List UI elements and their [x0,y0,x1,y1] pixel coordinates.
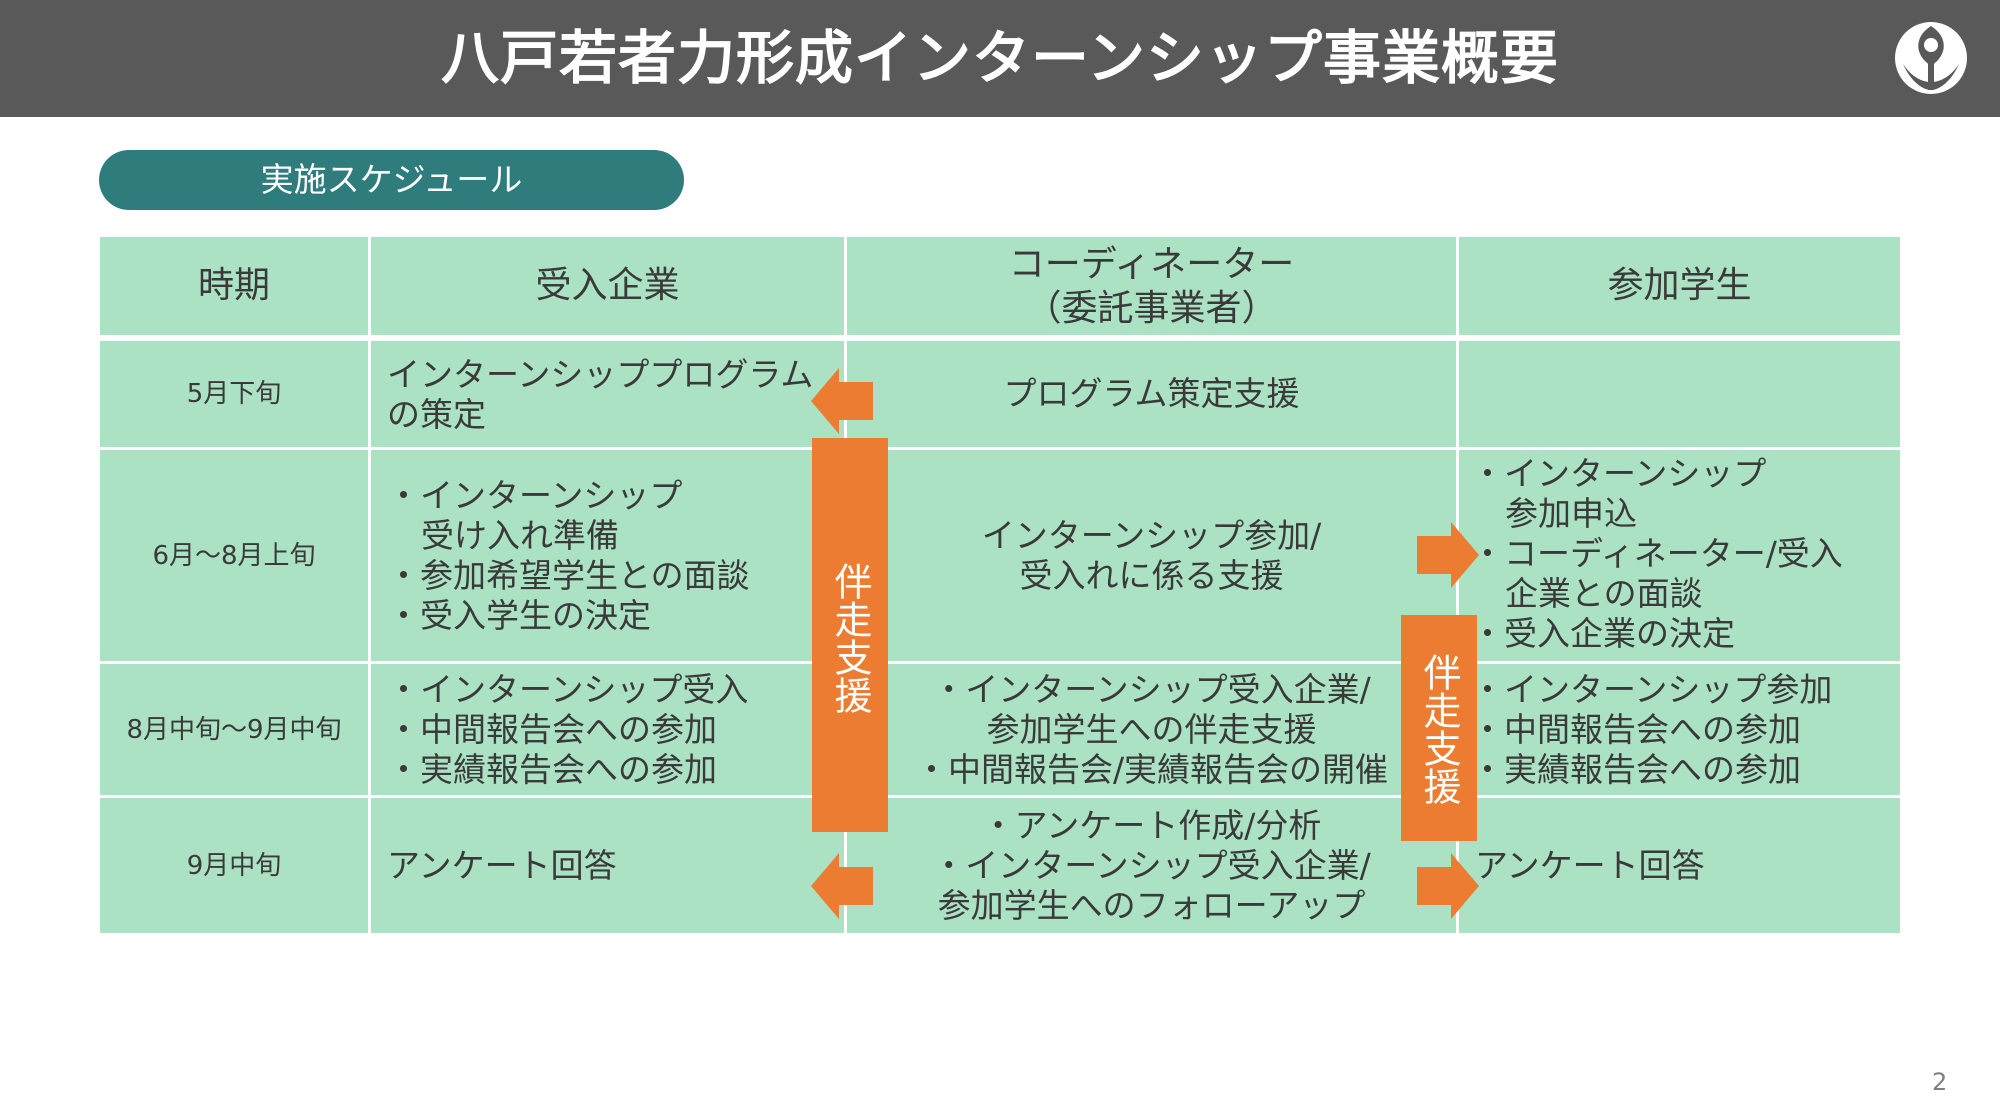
header-cell-student: 参加学生 [1459,237,1900,335]
row1-period-cell: 5月下旬 [100,341,368,447]
row3-period: 8月中旬～9月中旬 [126,715,342,745]
row2-company-line4: ・受入学生の決定 [387,596,651,635]
row4-student-cell: アンケート回答 [1459,798,1900,933]
row2-coordinator-cell: インターンシップ参加/ 受入れに係る支援 [847,450,1456,661]
page-title: 八戸若者力形成インターンシップ事業概要 [440,24,1560,92]
page-number: 2 [1932,1068,1948,1096]
row1-company-line1: インターンシッププログラム [387,355,814,394]
title-bar [0,0,2000,117]
arrow-left-icon [811,368,873,434]
row2-student-line5: ・受入企業の決定 [1471,614,1735,653]
row4-company-line1: アンケート回答 [387,846,617,885]
row2-student-line4: 企業との面談 [1505,574,1703,613]
support-bar-left-label: 伴走支援 [828,562,872,714]
row3-company-line2: ・中間報告会への参加 [387,710,717,749]
row2-coordinator-line1: インターンシップ参加/ [981,516,1322,555]
row2-student-line1: ・インターンシップ [1471,454,1767,493]
row4-coordinator-cell: ・アンケート作成/分析 ・インターンシップ受入企業/ 参加学生へのフォローアップ [847,798,1456,933]
arrow-right-icon [1417,853,1479,919]
row3-student-line1: ・インターンシップ参加 [1471,670,1833,709]
row2-student-line3: ・コーディネーター/受入 [1471,534,1843,573]
row1-coordinator-line1: プログラム策定支援 [1003,374,1300,413]
support-bar-right-label: 伴走支援 [1417,653,1461,805]
row4-coordinator-line3: 参加学生へのフォローアップ [937,886,1366,925]
row4-coordinator-line2: ・インターンシップ受入企業/ [932,846,1371,885]
row3-student-line3: ・実績報告会への参加 [1471,750,1801,789]
row4-period-cell: 9月中旬 [100,798,368,933]
schedule-table: 時期 受入企業 コーディネーター （委託事業者） 参加学生 5月下旬 インターン… [100,237,1900,933]
header-company: 受入企業 [535,265,680,306]
row2-company-line3: ・参加希望学生との面談 [387,556,750,595]
support-bar-right: 伴走支援 [1401,615,1477,841]
city-emblem-icon [1895,22,1967,94]
row3-coordinator-cell: ・インターンシップ受入企業/ 参加学生への伴走支援 ・中間報告会/実績報告会の開… [847,664,1456,795]
row1-period: 5月下旬 [186,379,282,409]
row2-student-cell: ・インターンシップ 参加申込 ・コーディネーター/受入 企業との面談 ・受入企業… [1459,450,1900,661]
row3-student-line2: ・中間報告会への参加 [1471,710,1801,749]
row2-company-line2: 受け入れ準備 [421,516,619,555]
row3-company-line3: ・実績報告会への参加 [387,750,717,789]
support-bar-left: 伴走支援 [812,438,888,832]
row3-student-cell: ・インターンシップ参加 ・中間報告会への参加 ・実績報告会への参加 [1459,664,1900,795]
row4-period: 9月中旬 [186,851,282,881]
row2-company-cell: ・インターンシップ 受け入れ準備 ・参加希望学生との面談 ・受入学生の決定 [371,450,844,661]
row4-student-line1: アンケート回答 [1475,846,1705,885]
header-cell-company: 受入企業 [371,237,844,335]
row3-company-cell: ・インターンシップ受入 ・中間報告会への参加 ・実績報告会への参加 [371,664,844,795]
row2-period-cell: 6月～8月上旬 [100,450,368,661]
row2-period: 6月～8月上旬 [152,541,316,571]
row3-coordinator-line2: 参加学生への伴走支援 [986,710,1317,749]
row1-company-line2: の策定 [387,395,486,434]
row4-coordinator-line1: ・アンケート作成/分析 [981,806,1322,845]
row1-coordinator-cell: プログラム策定支援 [847,341,1456,447]
row2-company-line1: ・インターンシップ [387,476,683,515]
row2-student-line2: 参加申込 [1505,494,1637,533]
header-coordinator-line1: コーディネーター [1008,244,1295,285]
header-cell-period: 時期 [100,237,368,335]
header-period: 時期 [197,265,270,306]
header-student: 参加学生 [1607,265,1752,306]
row4-company-cell: アンケート回答 [371,798,844,933]
row3-company-line1: ・インターンシップ受入 [387,670,749,709]
row3-coordinator-line3: ・中間報告会/実績報告会の開催 [914,750,1389,789]
arrow-right-icon [1417,522,1479,588]
row3-coordinator-line1: ・インターンシップ受入企業/ [932,670,1371,709]
row2-coordinator-line2: 受入れに係る支援 [1019,556,1284,595]
arrow-left-icon [811,853,873,919]
row1-company-cell: インターンシッププログラム の策定 [371,341,844,447]
header-coordinator-line2: （委託事業者） [1025,288,1278,329]
row1-student-cell [1459,341,1900,447]
section-label: 実施スケジュール [260,160,523,199]
header-cell-coordinator: コーディネーター （委託事業者） [847,237,1456,335]
row3-period-cell: 8月中旬～9月中旬 [100,664,368,795]
section-label-pill: 実施スケジュール [99,150,684,210]
